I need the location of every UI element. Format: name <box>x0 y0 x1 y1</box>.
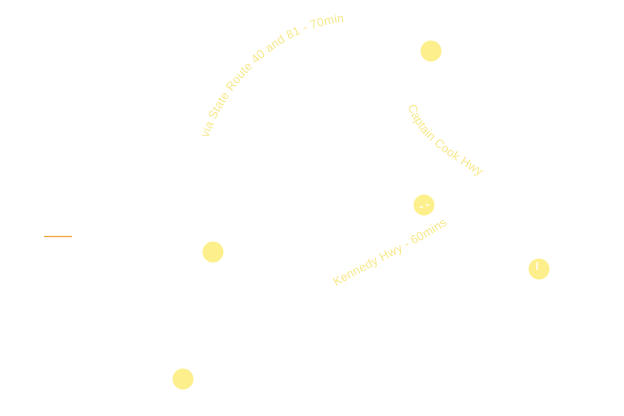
location-dot-icon[interactable] <box>172 368 194 390</box>
route-label-kennedy-hwy-text: Kennedy Hwy - 60mins <box>331 215 450 289</box>
route-label-state-route: via State Route 40 and 81 - 70mins <box>0 0 345 139</box>
route-label-kennedy-hwy: Kennedy Hwy - 60mins <box>331 215 450 289</box>
map-marker-left[interactable] <box>202 241 224 263</box>
route-label-state-route-text: via State Route 40 and 81 - 70mins <box>0 0 345 139</box>
route-label-captain-cook: Captain Cook Hwy <box>405 102 486 178</box>
map-marker-bottom[interactable] <box>172 368 194 390</box>
location-dot-icon[interactable] <box>528 258 550 280</box>
location-dot-icon[interactable] <box>202 241 224 263</box>
map-marker-right[interactable] <box>528 258 550 280</box>
route-label-captain-cook-text: Captain Cook Hwy <box>405 102 486 178</box>
map-marker-center[interactable] <box>413 194 435 216</box>
map-marker-top-right[interactable] <box>420 40 442 62</box>
location-dot-icon[interactable] <box>413 194 435 216</box>
location-dot-icon[interactable] <box>420 40 442 62</box>
